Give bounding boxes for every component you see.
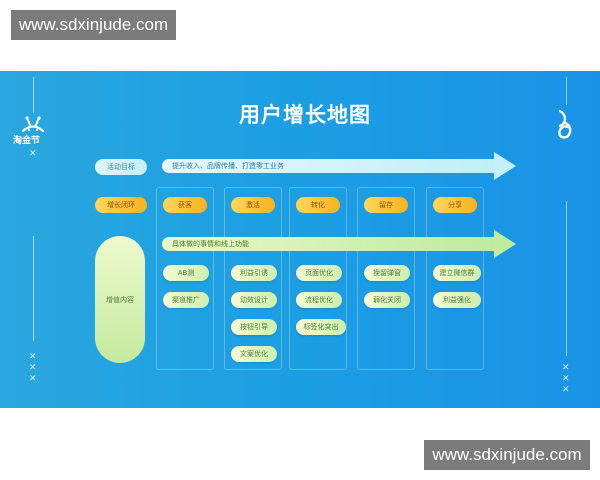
stage-share: 分享 [433, 197, 477, 213]
x-mark-icon: ✕ [29, 352, 37, 362]
stage-activate: 激活 [231, 197, 275, 213]
item-wechat-group: 建立微信群 [433, 265, 481, 281]
right-top-line [566, 77, 567, 105]
watermark-bottom: www.sdxinjude.com [424, 440, 590, 470]
x-mark-icon: ✕ [29, 149, 37, 159]
x-mark-icon: ✕ [562, 385, 570, 395]
goal-label: 活动目标 [95, 159, 147, 175]
right-bottom-line [566, 201, 567, 356]
stage-convert: 转化 [296, 197, 340, 213]
x-mark-icon: ✕ [29, 363, 37, 373]
item-copy-optimize: 文案优化 [231, 346, 277, 362]
item-tag-highlight: 标签化突出 [296, 319, 346, 335]
goal-arrow: 提升收入、品牌传播、打造零工业务 [162, 152, 516, 180]
bee-logo-icon [21, 116, 45, 133]
page-title: 用户增长地图 [239, 103, 371, 127]
item-ab-test: AB测 [163, 265, 209, 281]
loop-label: 增长闭环 [95, 197, 147, 213]
growth-map-banner: ✕ ✕ ✕ ✕ ✕ ✕ ✕ 淘金节 用户增长地图 活动目标 提升收入、品牌传播、… [0, 71, 600, 408]
x-mark-icon: ✕ [562, 374, 570, 384]
item-button-guide: 按钮引导 [231, 319, 277, 335]
goal-arrow-text: 提升收入、品牌传播、打造零工业务 [172, 162, 284, 170]
column-frame-retain [357, 187, 415, 370]
content-arrow: 具体做的事情和线上功能 [162, 230, 516, 258]
column-frame-convert [289, 187, 347, 370]
item-benefit-boost: 利益强化 [433, 292, 481, 308]
stage-acquire: 获客 [163, 197, 207, 213]
content-arrow-text: 具体做的事情和线上功能 [172, 240, 249, 248]
logo-left-text: 淘金节 [13, 136, 41, 146]
item-weaken-close: 弱化关闭 [364, 292, 410, 308]
item-motion-design: 动效设计 [231, 292, 277, 308]
rocket-logo-icon [558, 109, 572, 139]
content-label: 增值内容 [95, 236, 145, 363]
column-frame-share [426, 187, 484, 370]
left-top-line [33, 77, 34, 113]
item-retention-popup: 挽留弹窗 [364, 265, 410, 281]
item-channel-promo: 渠道推广 [163, 292, 209, 308]
column-frame-acquire [156, 187, 214, 370]
item-incentive: 利益引诱 [231, 265, 277, 281]
column-frame-activate [224, 187, 282, 370]
left-bottom-line [33, 236, 34, 341]
x-mark-icon: ✕ [562, 363, 570, 373]
stage-retain: 留存 [364, 197, 408, 213]
item-page-optimize: 页面优化 [296, 265, 342, 281]
x-mark-icon: ✕ [29, 374, 37, 384]
item-flow-optimize: 流程优化 [296, 292, 342, 308]
watermark-top: www.sdxinjude.com [11, 10, 176, 40]
